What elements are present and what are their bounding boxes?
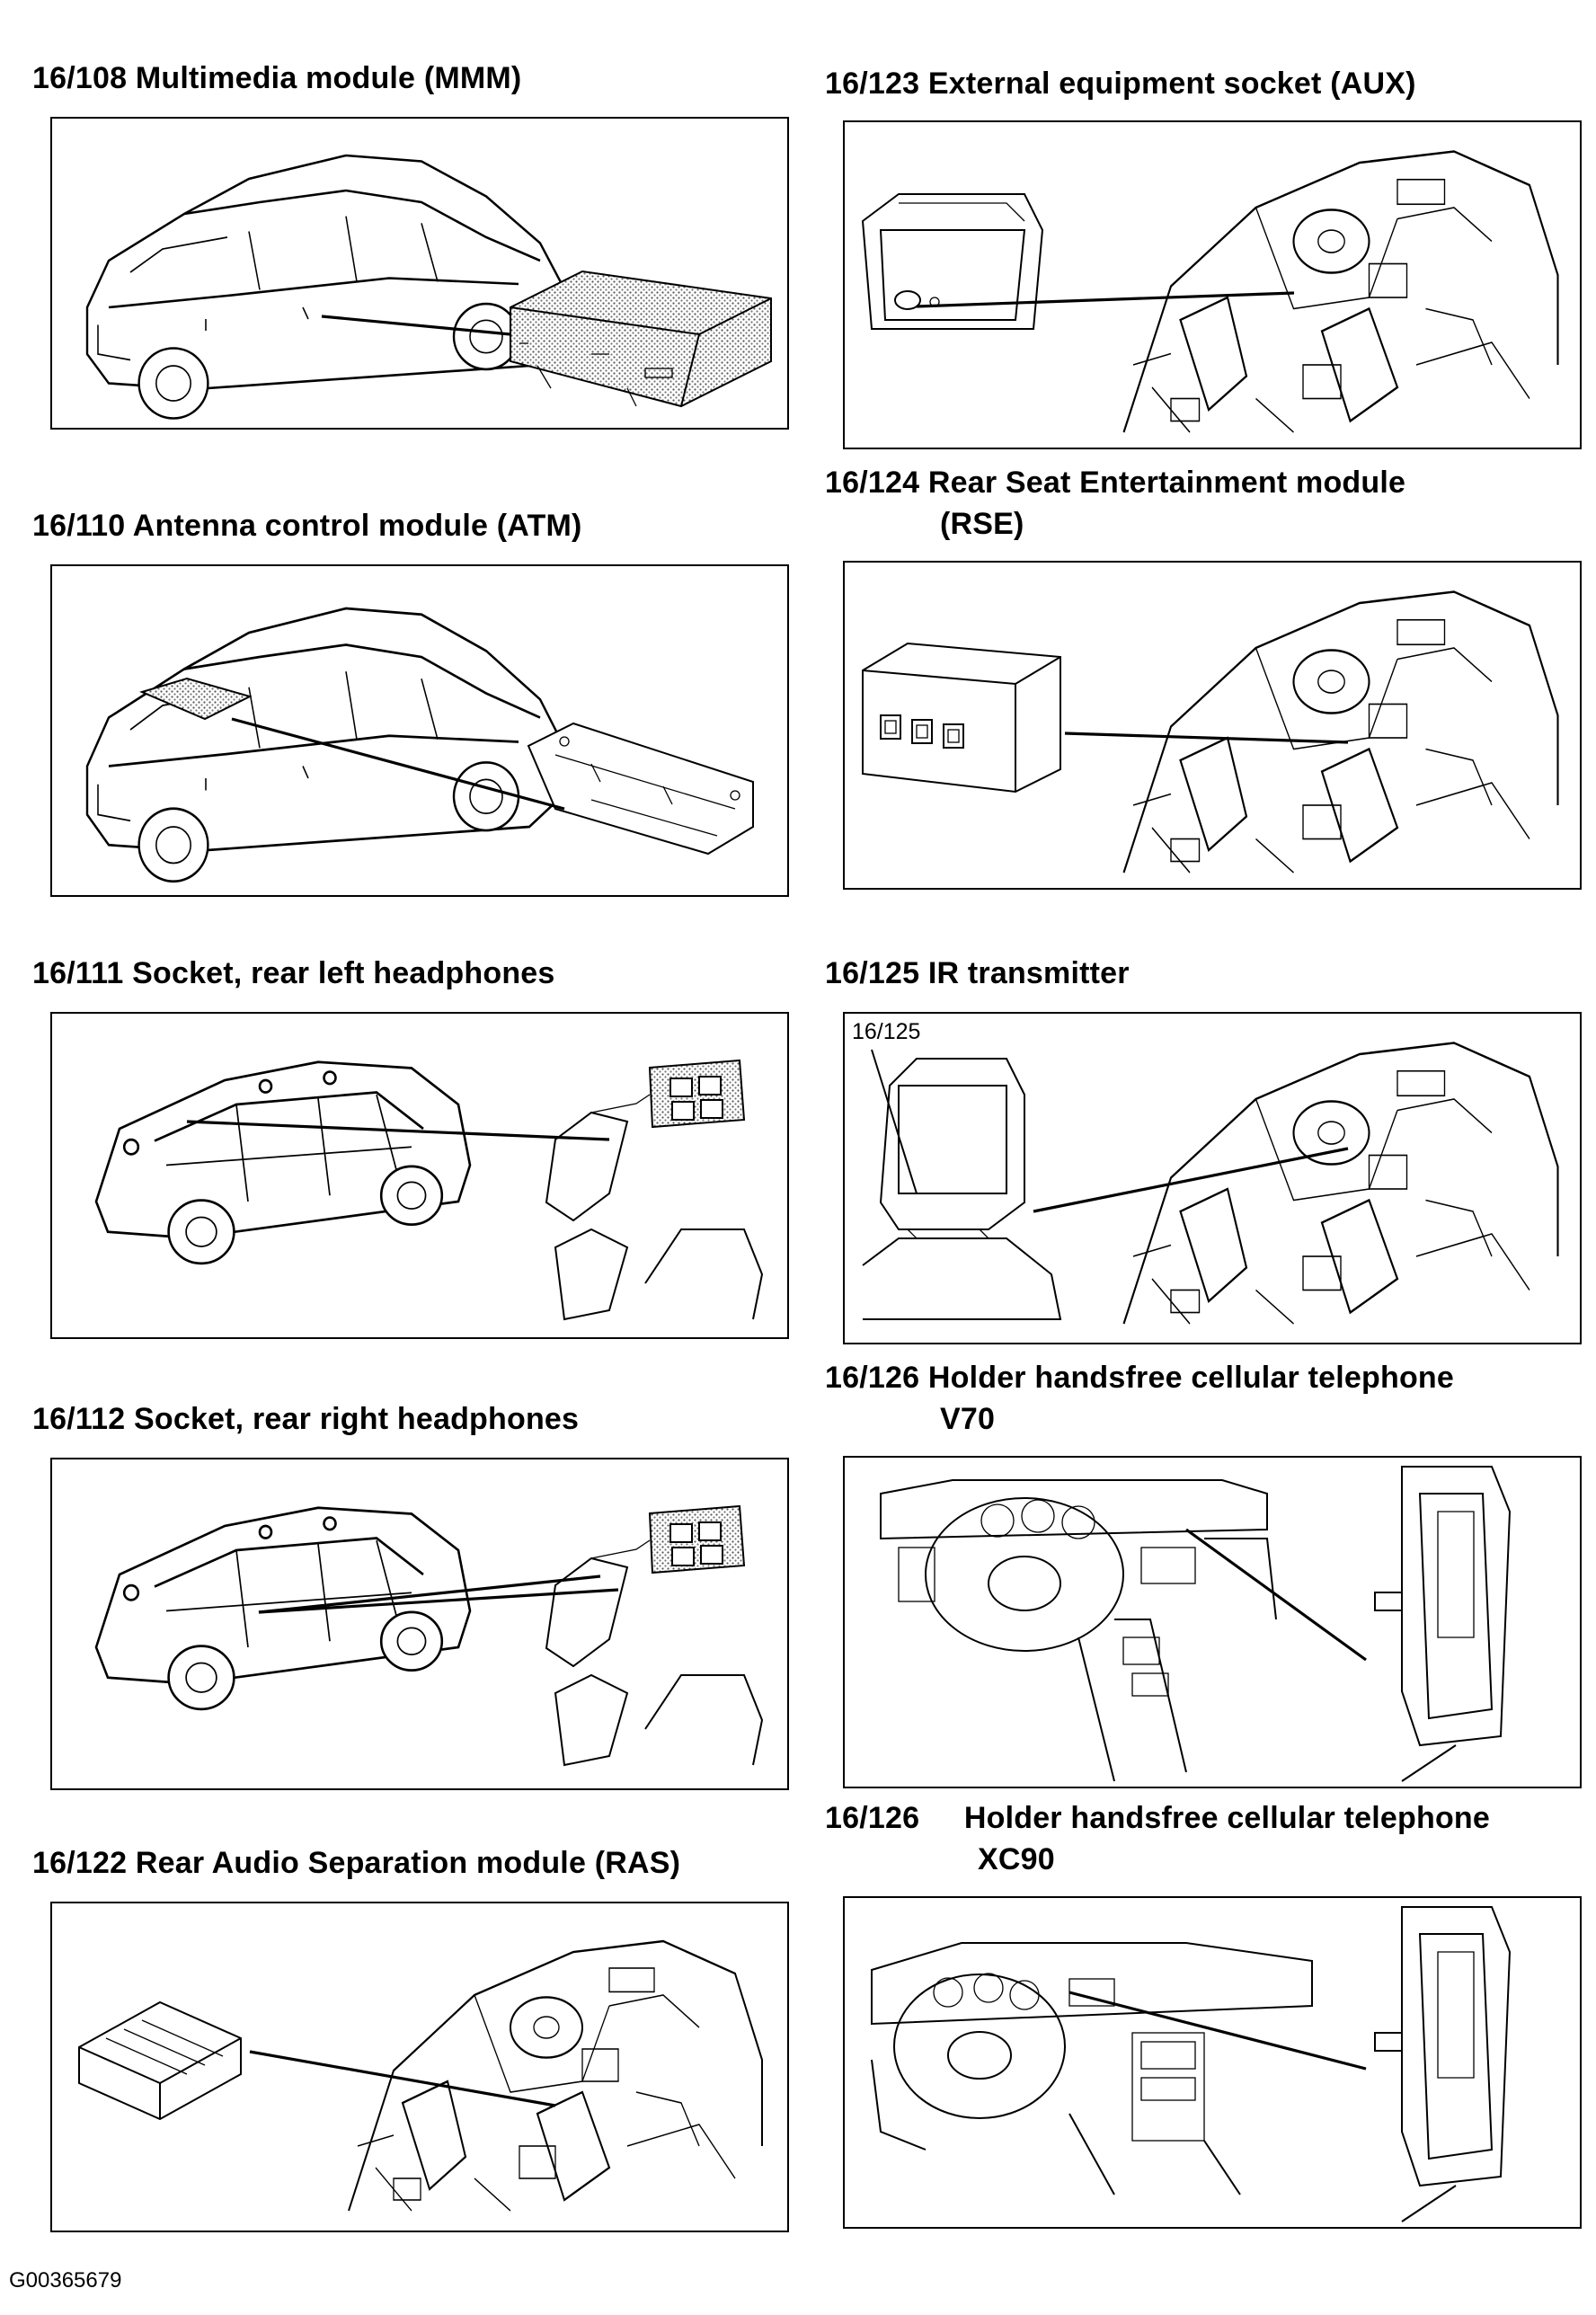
component-id: 16/125 — [825, 956, 920, 990]
ir-transmitter-callout: 16/125 — [852, 1019, 921, 1044]
figure-code: G00365679 — [9, 2268, 122, 2293]
component-name: Rear Audio Separation module (RAS) — [135, 1846, 681, 1880]
component-id: 16/111 — [32, 956, 124, 990]
panel-caption: 16/111 Socket, rear left headphones — [32, 953, 805, 994]
component-name: Rear Seat Entertainment module — [927, 466, 1406, 500]
component-name-continued: (RSE) — [940, 507, 1024, 541]
component-name: Antenna control module (ATM) — [132, 509, 582, 543]
panel-caption: 16/122 Rear Audio Separation module (RAS… — [32, 1842, 805, 1884]
component-id: 16/112 — [32, 1402, 126, 1436]
component-name: Holder handsfree cellular telephone — [963, 1801, 1491, 1835]
diagram-frame — [843, 1896, 1582, 2229]
panel-caption: 16/125 IR transmitter — [825, 953, 1596, 994]
ir-transmitter-illustration — [862, 1042, 1559, 1326]
component-name: Socket, rear left headphones — [132, 956, 555, 990]
diagram-frame — [50, 1458, 789, 1790]
component-id: 16/122 — [32, 1846, 128, 1880]
diagram-frame: 16/125 — [843, 1012, 1582, 1344]
component-id: 16/126 — [825, 1361, 920, 1395]
component-name: Multimedia module (MMM) — [135, 61, 522, 95]
panel-caption: 16/123 External equipment socket (AUX) — [825, 63, 1596, 104]
component-id: 16/108 — [32, 61, 128, 95]
multimedia-module-illustration — [85, 154, 772, 420]
component-name: Socket, rear right headphones — [133, 1402, 580, 1436]
diagram-frame — [50, 1012, 789, 1339]
component-id: 16/110 — [32, 509, 126, 543]
component-name: IR transmitter — [927, 956, 1130, 990]
panel-caption: 16/112 Socket, rear right headphones — [32, 1398, 805, 1440]
v70-holder-illustration — [880, 1466, 1512, 1782]
component-id: 16/123 — [825, 67, 920, 101]
diagram-frame — [843, 1456, 1582, 1788]
aux-socket-illustration — [861, 150, 1559, 434]
diagram-frame — [843, 120, 1582, 449]
rse-module-illustration — [862, 590, 1559, 874]
diagram-frame — [50, 564, 789, 897]
ras-module-illustration — [78, 1939, 764, 2213]
panel-caption: 16/124 Rear Seat Entertainment module (R… — [825, 462, 1596, 545]
component-name: External equipment socket (AUX) — [927, 67, 1416, 101]
panel-caption: 16/126 Holder handsfree cellular telepho… — [825, 1797, 1596, 1880]
diagram-frame — [50, 117, 789, 430]
component-name-continued: V70 — [940, 1402, 996, 1436]
panel-caption: 16/108 Multimedia module (MMM) — [32, 58, 805, 99]
diagram-frame — [50, 1902, 789, 2232]
component-name-continued: XC90 — [978, 1842, 1055, 1876]
rear-right-socket-illustration — [94, 1504, 764, 1767]
rear-left-socket-illustration — [94, 1059, 764, 1321]
component-name: Holder handsfree cellular telephone — [927, 1361, 1455, 1395]
xc90-holder-illustration — [871, 1906, 1512, 2222]
component-id: 16/126 — [825, 1801, 920, 1835]
panel-caption: 16/126 Holder handsfree cellular telepho… — [825, 1357, 1596, 1440]
diagram-frame — [843, 561, 1582, 890]
component-id: 16/124 — [825, 466, 920, 500]
antenna-module-illustration — [85, 607, 754, 883]
panel-caption: 16/110 Antenna control module (ATM) — [32, 505, 805, 546]
